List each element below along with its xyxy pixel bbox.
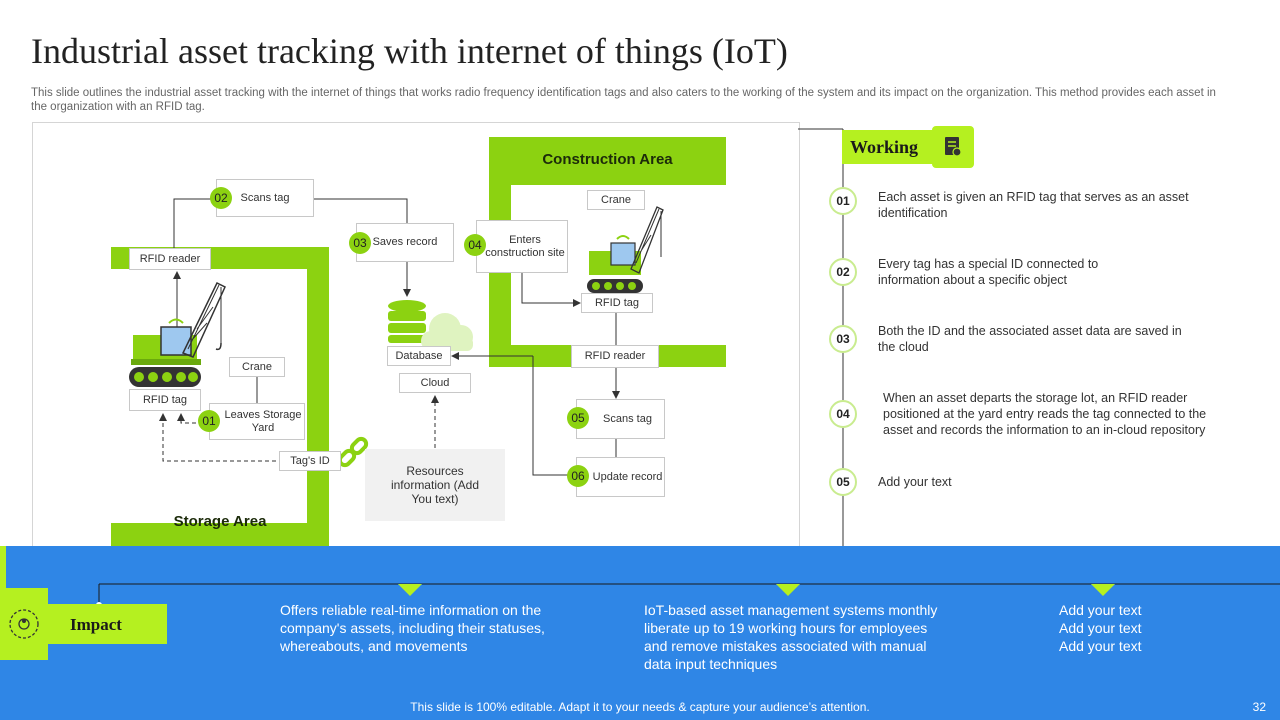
database-box: Database [387,346,451,366]
crane-icon-right [587,206,664,293]
resources-info-box: Resources information (Add You text) [365,449,505,521]
working-num-03: 03 [829,325,857,353]
page-title: Industrial asset tracking with internet … [31,31,788,71]
rfid-reader-right-box: RFID reader [571,345,659,368]
rfid-tag-left-box: RFID tag [129,389,201,411]
scans-tag-box: Scans tag [216,179,314,217]
impact-label-band [48,604,167,644]
cloud-box: Cloud [399,373,471,393]
step-06-badge: 06 [567,465,589,487]
rfid-tag-right-box: RFID tag [581,293,653,313]
impact-icon-tile [0,588,48,660]
step-04-badge: 04 [464,234,486,256]
cloud-icon [421,313,473,351]
step-01-badge: 01 [198,410,220,432]
working-text-01: Each asset is given an RFID tag that ser… [878,190,1189,220]
working-text-02: Every tag has a special ID connected to … [878,257,1099,287]
impact-col-3-line-2: Add your text [1059,620,1142,636]
footer-note: This slide is 100% editable. Adapt it to… [410,700,870,714]
impact-col-3-line-3: Add your text [1059,638,1142,654]
update-record-box: Update record [576,457,665,497]
enters-site-box: Enters construction site [476,220,568,273]
link-icon [337,436,369,468]
working-num-05: 05 [829,468,857,496]
working-text-03: Both the ID and the associated asset dat… [878,324,1182,354]
diagram-panel: Construction Area Storage Area Scans tag… [32,122,800,564]
crane-right-box: Crane [587,190,645,210]
page-subtitle: This slide outlines the industrial asset… [31,87,1216,113]
working-num-01: 01 [829,187,857,215]
checklist-icon [932,126,974,168]
step-03-badge: 03 [349,232,371,254]
storage-area-label: Storage Area [173,513,267,530]
rfid-reader-left-box: RFID reader [129,248,211,270]
scans-tag-right-box: Scans tag [576,399,665,439]
step-02-badge: 02 [210,187,232,209]
impact-heading: Impact [70,615,122,634]
construction-area-frame [489,137,726,367]
working-text-05: Add your text [878,475,952,489]
working-heading: Working [850,137,919,157]
storage-area-stub [111,247,125,269]
storage-area-frame [111,247,329,547]
page-number: 32 [1252,700,1266,714]
working-header-band [842,130,934,164]
crane-left-box: Crane [229,357,285,377]
working-num-02: 02 [829,258,857,286]
impact-col-3-line-1: Add your text [1059,602,1142,618]
diagram-graphics [111,137,726,547]
impact-band [0,546,1280,720]
crane-icon-left [129,281,226,387]
working-num-04: 04 [829,400,857,428]
impact-icon [9,609,39,639]
tags-id-box: Tag's ID [279,451,341,471]
saves-record-box: Saves record [356,223,454,262]
impact-col-1: Offers reliable real-time information on… [280,602,545,654]
impact-col-3: Add your text Add your text Add your tex… [1059,601,1179,655]
step-05-badge: 05 [567,407,589,429]
database-icon [388,300,426,343]
construction-area-label: Construction Area [542,151,673,168]
working-text-04: When an asset departs the storage lot, a… [883,391,1207,437]
leaves-yard-box: Leaves Storage Yard [209,403,305,440]
impact-col-2: IoT-based asset management systems month… [644,602,938,672]
